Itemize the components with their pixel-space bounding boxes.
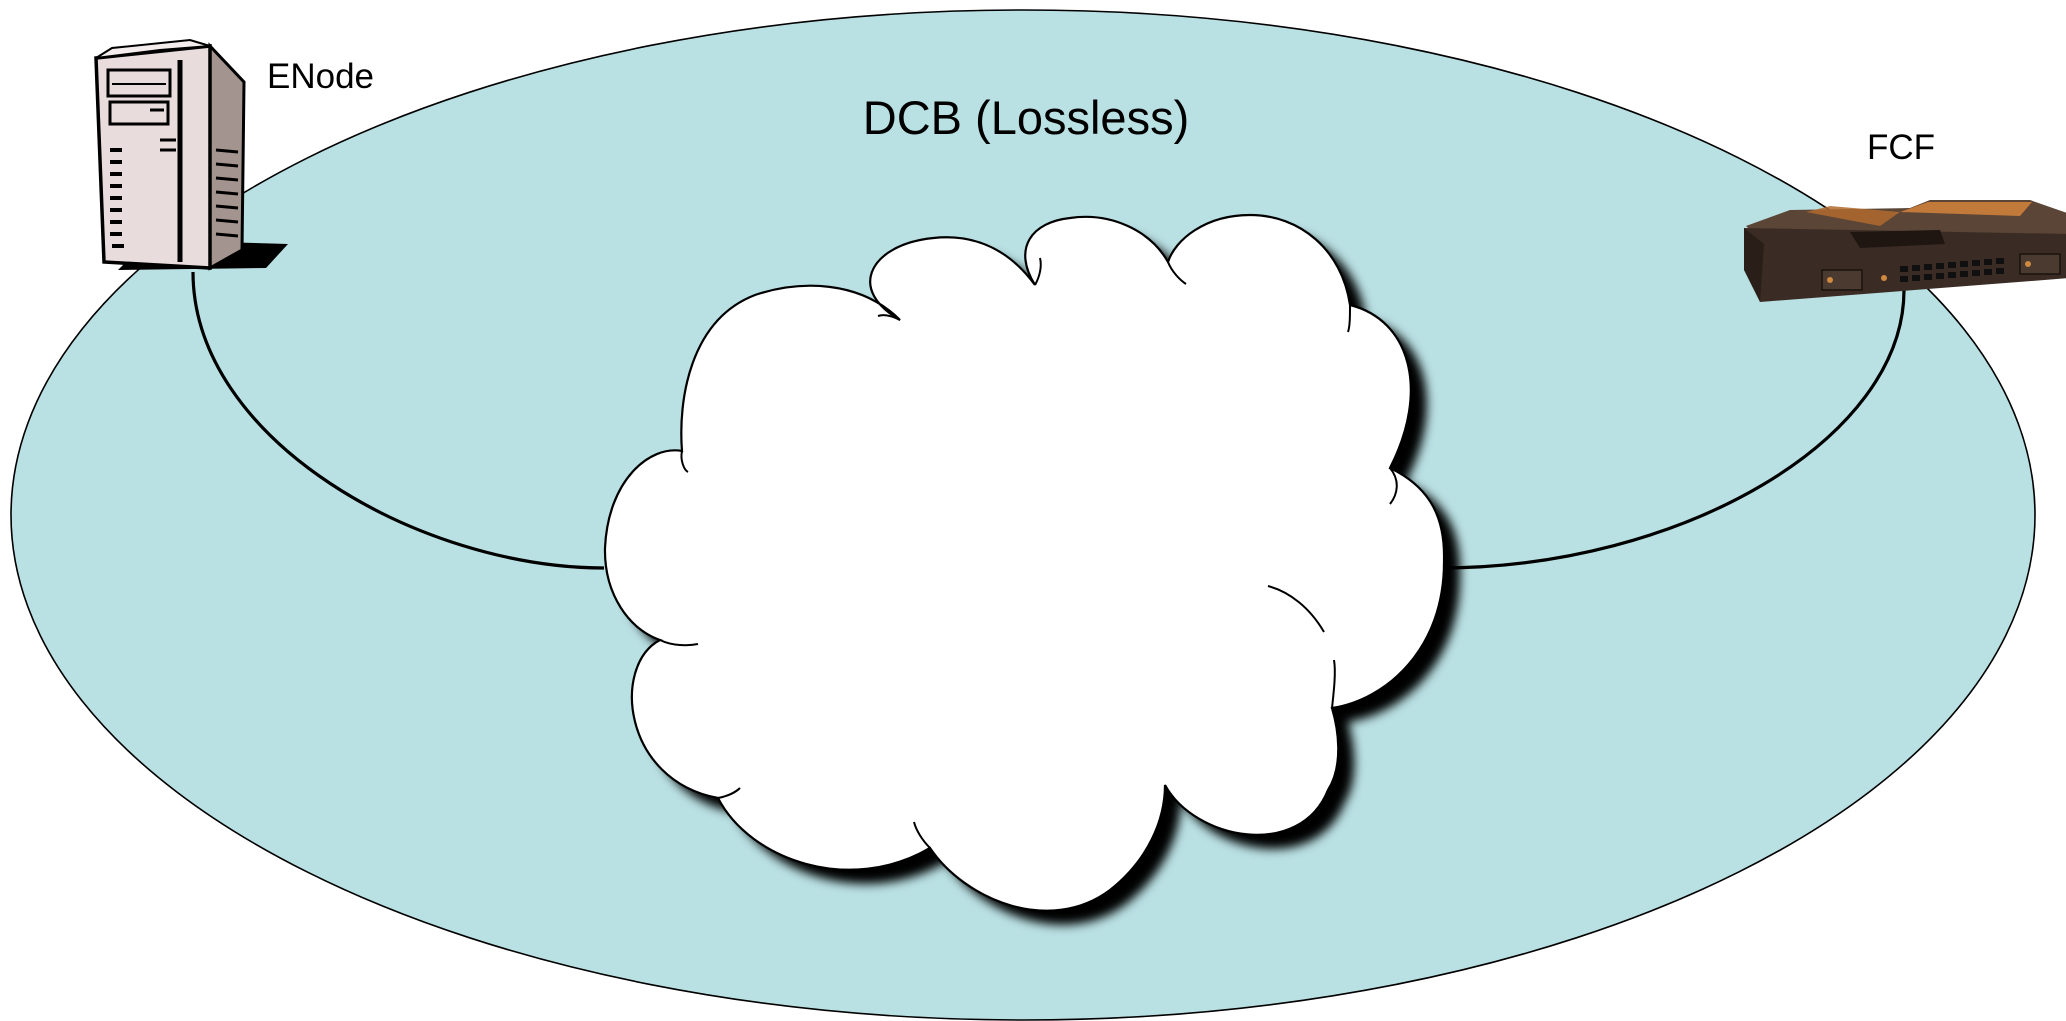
network-switch-icon [1744,200,2066,302]
cloud-to-fcf-link [1439,289,1906,570]
network-cloud-icon [603,213,1461,925]
cloud-lobe-lines [659,257,1398,849]
fcf-label: FCF [1867,128,1935,167]
enode-to-cloud-link [191,271,605,570]
enode-label: ENode [267,57,374,96]
server-tower-icon [94,38,288,271]
cloud-body [603,213,1446,912]
domain-label: DCB (Lossless) [863,91,1189,144]
